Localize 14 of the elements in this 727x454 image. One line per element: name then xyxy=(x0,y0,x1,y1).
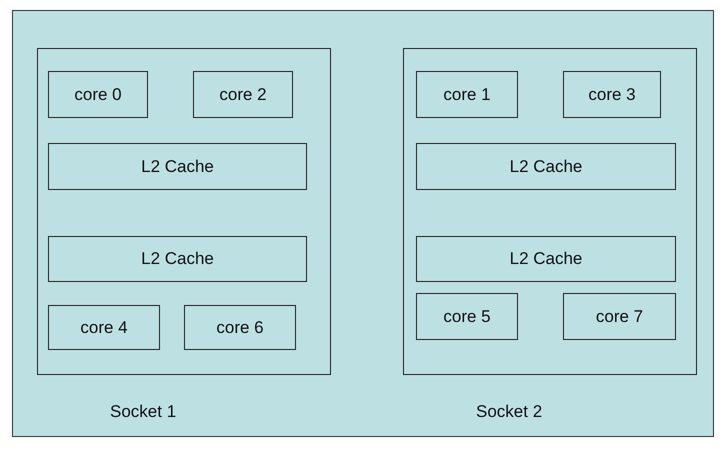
component-box: core 0 xyxy=(48,71,148,118)
component-box: L2 Cache xyxy=(416,143,676,190)
component-box: core 3 xyxy=(563,71,661,118)
component-box: core 2 xyxy=(193,71,293,118)
socket-label: Socket 1 xyxy=(110,402,176,422)
socket-label: Socket 2 xyxy=(476,402,542,422)
component-box: L2 Cache xyxy=(48,143,307,190)
component-box: core 6 xyxy=(184,305,296,350)
component-box: core 1 xyxy=(416,71,518,118)
component-box: core 5 xyxy=(416,293,518,340)
component-box: core 7 xyxy=(563,293,676,340)
component-box: L2 Cache xyxy=(416,236,676,282)
component-box: L2 Cache xyxy=(48,236,307,282)
component-box: core 4 xyxy=(48,305,160,350)
